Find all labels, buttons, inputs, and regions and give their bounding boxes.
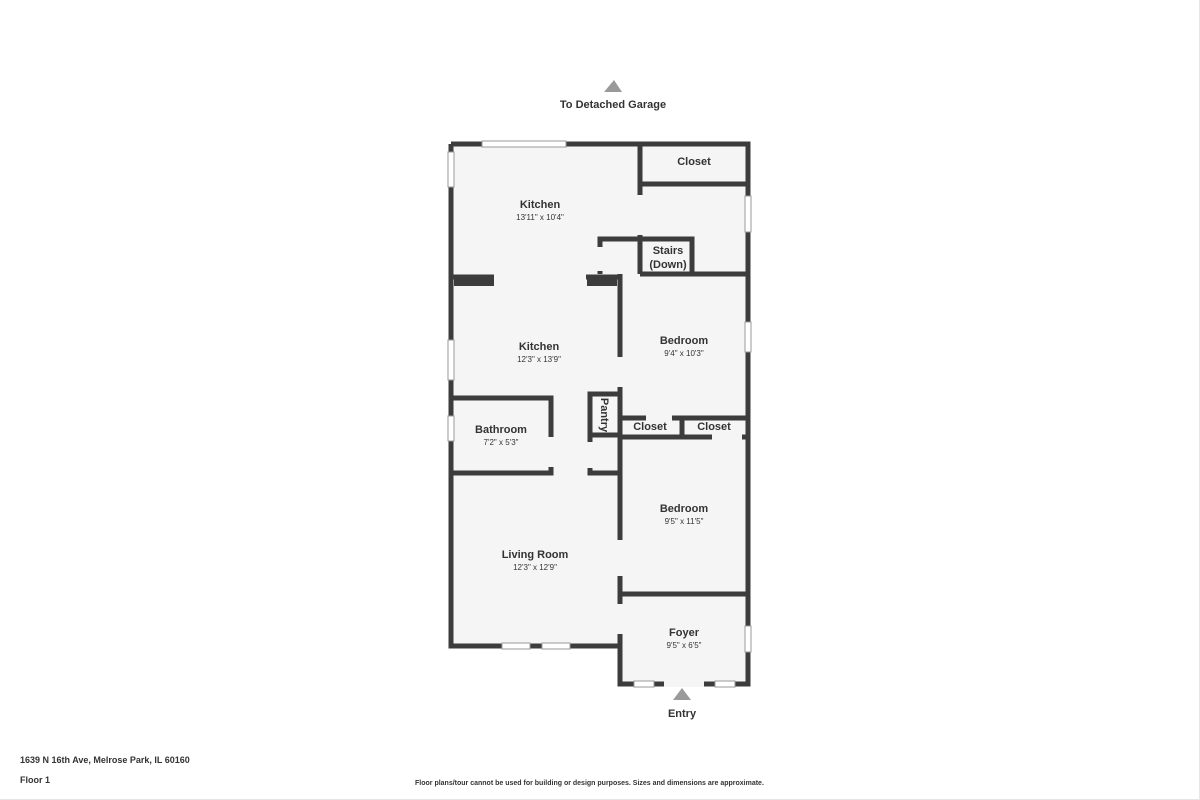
stairs-line1: Stairs <box>653 245 684 257</box>
kitchen-lower-dims: 12'3" x 13'9" <box>517 355 561 364</box>
doorways <box>548 195 742 687</box>
kitchen-upper-dims: 13'11" x 10'4" <box>516 213 564 222</box>
bathroom-name: Bathroom <box>475 424 527 436</box>
living-room-dims: 12'3" x 12'9" <box>513 563 557 572</box>
disclaimer-text: Floor plans/tour cannot be used for buil… <box>415 780 764 787</box>
living-room-name: Living Room <box>502 549 569 561</box>
bedroom-upper-name: Bedroom <box>660 335 709 347</box>
floor-area <box>451 144 748 684</box>
entry-arrow-icon <box>673 688 691 700</box>
bedroom-upper-dims: 9'4" x 10'3" <box>664 349 704 358</box>
pantry-name: Pantry <box>598 398 610 433</box>
foyer-dims: 9'5" x 6'5" <box>667 641 702 650</box>
closet-top-name: Closet <box>677 156 711 168</box>
stairs-line2: (Down) <box>649 259 687 271</box>
kitchen-upper-name: Kitchen <box>520 199 561 211</box>
garage-arrow-icon <box>604 80 622 92</box>
closet-left-name: Closet <box>633 421 667 433</box>
garage-label: To Detached Garage <box>560 99 666 111</box>
closet-right-name: Closet <box>697 421 731 433</box>
foyer-name: Foyer <box>669 627 700 639</box>
exterior-wall <box>448 141 751 687</box>
windows <box>447 140 752 688</box>
entry-label: Entry <box>668 708 697 720</box>
floor-label: Floor 1 <box>20 775 51 785</box>
bedroom-lower-name: Bedroom <box>660 503 709 515</box>
address-text: 1639 N 16th Ave, Melrose Park, IL 60160 <box>20 755 190 765</box>
bedroom-lower-dims: 9'5" x 11'5" <box>665 517 704 526</box>
wall-stubs <box>454 278 617 286</box>
bathroom-dims: 7'2" x 5'3" <box>484 438 519 447</box>
kitchen-lower-name: Kitchen <box>519 341 560 353</box>
